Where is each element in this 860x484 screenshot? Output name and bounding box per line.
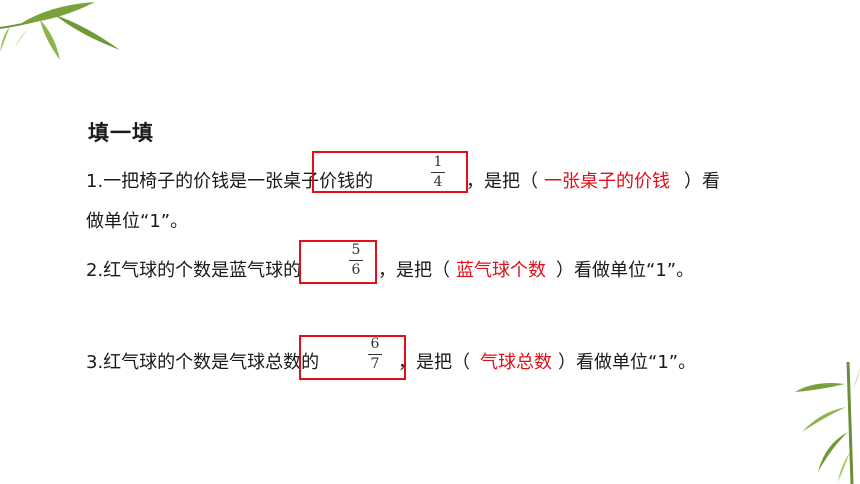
problem-3-rest: ，是把（ 气球总数 ）看做单位“1”。 bbox=[398, 348, 696, 374]
bamboo-leaves-top-left-icon bbox=[0, 2, 120, 60]
problem-2-suffix: ）看做单位“1”。 bbox=[556, 260, 695, 281]
problem-2-line: 2.红气球的个数是蓝气球的 bbox=[86, 256, 301, 282]
problem-1-rest: ，是把（ 一张桌子的价钱 ）看 bbox=[466, 167, 720, 193]
problem-2-prefix: 2.红气球的个数是蓝气球的 bbox=[86, 260, 302, 281]
problem-2-mid: ，是把（ bbox=[378, 260, 450, 281]
problem-1-continuation-text: 做单位“1”。 bbox=[86, 211, 189, 232]
problem-3-fraction: 6 7 bbox=[366, 337, 384, 372]
problem-3-prefix: 3.红气球的个数是气球总数的 bbox=[86, 352, 320, 373]
problem-1-continuation: 做单位“1”。 bbox=[86, 207, 188, 233]
problem-3-answer: 气球总数 bbox=[480, 352, 552, 373]
problem-1-fraction: 1 4 bbox=[429, 155, 447, 190]
problem-2-highlight-box bbox=[299, 240, 377, 284]
problem-2-fraction: 5 6 bbox=[347, 243, 365, 278]
fraction-bar bbox=[349, 260, 363, 261]
fraction-denominator: 6 bbox=[351, 262, 361, 278]
problem-1-mid: ，是把（ bbox=[466, 171, 538, 192]
fraction-bar bbox=[368, 354, 382, 355]
problem-2-answer: 蓝气球个数 bbox=[456, 260, 546, 281]
fraction-numerator: 1 bbox=[433, 154, 443, 170]
fraction-denominator: 4 bbox=[433, 174, 443, 190]
problem-1-line: 1.一把椅子的价钱是一张桌子价钱的 bbox=[86, 167, 373, 193]
problem-1-highlight-box bbox=[312, 151, 468, 193]
bamboo-leaves-bottom-right-icon bbox=[795, 362, 860, 484]
problem-1-answer: 一张桌子的价钱 bbox=[544, 171, 670, 192]
problem-1-suffix: ）看 bbox=[684, 171, 720, 192]
fraction-numerator: 6 bbox=[370, 336, 380, 352]
problem-1-prefix: 1.一把椅子的价钱是一张桌子价钱的 bbox=[86, 171, 374, 192]
problem-3-suffix: ）看做单位“1”。 bbox=[558, 352, 697, 373]
problem-3-mid: ，是把（ bbox=[398, 352, 470, 373]
fraction-denominator: 7 bbox=[370, 356, 380, 372]
problem-2-rest: ，是把（ 蓝气球个数 ）看做单位“1”。 bbox=[378, 256, 694, 282]
fraction-bar bbox=[431, 172, 445, 173]
problem-3-line: 3.红气球的个数是气球总数的 bbox=[86, 348, 319, 374]
section-heading: 填一填 bbox=[88, 121, 154, 145]
problem-3-highlight-box bbox=[299, 335, 406, 380]
fraction-numerator: 5 bbox=[351, 242, 361, 258]
